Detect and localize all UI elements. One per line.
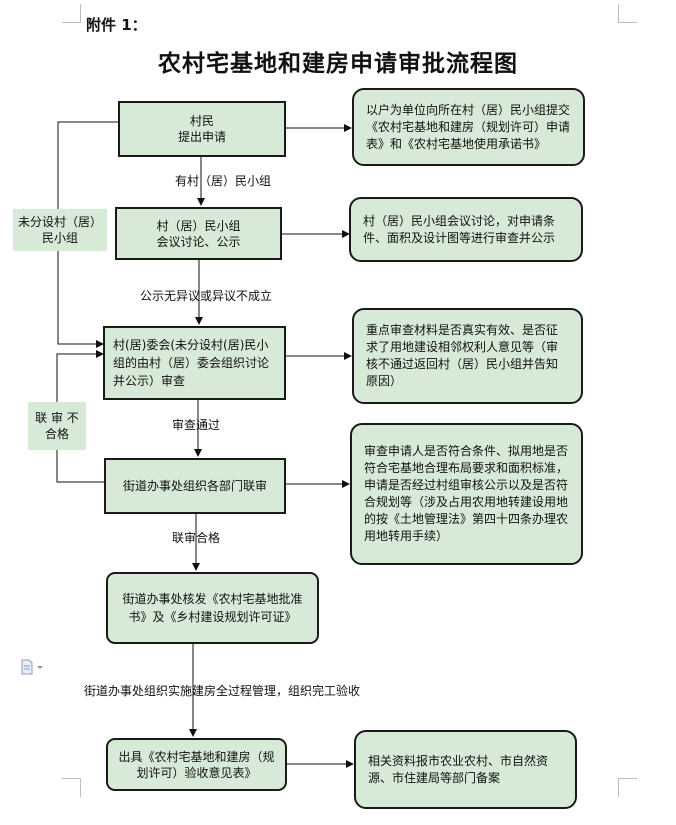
attachment-label: 附件 1： <box>86 16 147 34</box>
step-joint-review-text: 街道办事处组织各部门联审 <box>122 479 267 493</box>
step-villager-apply-line1: 村民 <box>189 114 214 128</box>
side-label-joint-review-failed-line1: 联 审 不 <box>35 411 79 425</box>
note-joint-review-criteria: 审查申请人是否符合条件、拟用地是否符合宅基地合理布局要求和面积标准，申请是否经过… <box>350 423 583 565</box>
side-label-no-village-group-line2: 民小组 <box>41 231 78 245</box>
corner-mark-top-left <box>62 4 81 23</box>
corner-mark-bottom-left <box>62 778 81 797</box>
step-acceptance-form-text: 出具《农村宅基地和建房（规划许可）验收意见表》 <box>118 749 275 780</box>
note-group-review-text: 村（居）民小组会议讨论，对申请条件、面积及设计图等进行审查并公示 <box>363 213 556 245</box>
step-committee-review: 村(居)委会(未分设村(居)民小组的由村（居）委会组织讨论并公示）审查 <box>103 326 286 400</box>
step-group-meeting-line1: 村（居）民小组 <box>156 218 241 233</box>
step-issue-permit-text: 街道办事处核发《农村宅基地批准书》及《乡村建设规划许可证》 <box>122 592 303 624</box>
side-label-joint-review-failed-line2: 合格 <box>44 427 69 441</box>
note-application-materials-text: 以户为单位向所在村（居）民小组提交《农村宅基地和建房（规划许可）申请表》和《农村… <box>366 102 571 151</box>
note-application-materials: 以户为单位向所在村（居）民小组提交《农村宅基地和建房（规划许可）申请表》和《农村… <box>352 88 585 166</box>
step-acceptance-form: 出具《农村宅基地和建房（规划许可）验收意见表》 <box>106 738 287 791</box>
step-villager-apply: 村民 提出申请 <box>118 101 286 157</box>
side-label-joint-review-failed: 联 审 不 合格 <box>28 402 86 450</box>
label-no-objection: 公示无异议或异议不成立 <box>140 289 273 303</box>
step-joint-review: 街道办事处组织各部门联审 <box>104 458 286 514</box>
note-joint-review-criteria-text: 审查申请人是否符合条件、拟用地是否符合宅基地合理布局要求和面积标准，申请是否经过… <box>364 444 569 543</box>
page-title: 农村宅基地和建房申请审批流程图 <box>158 50 518 77</box>
side-label-no-village-group-line1: 未分设村（居） <box>17 215 102 229</box>
step-villager-apply-line2: 提出申请 <box>177 130 226 144</box>
note-committee-focus: 重点审查材料是否真实有效、是否征求了用地建设相邻权利人意见等（审核不通过返回村（… <box>352 308 583 404</box>
document-icon[interactable] <box>20 659 48 675</box>
step-committee-review-text: 村(居)委会(未分设村(居)民小组的由村（居）委会组织讨论并公示）审查 <box>113 338 270 388</box>
label-has-village-group: 有村（居）民小组 <box>175 174 272 188</box>
step-issue-permit: 街道办事处核发《农村宅基地批准书》及《乡村建设规划许可证》 <box>106 572 319 644</box>
step-group-meeting: 村（居）民小组 会议讨论、公示 <box>115 207 282 260</box>
label-review-passed: 审查通过 <box>172 418 221 432</box>
label-joint-review-passed: 联审合格 <box>172 531 221 545</box>
label-construction-management: 街道办事处组织实施建房全过程管理，组织完工验收 <box>84 684 361 698</box>
note-group-review: 村（居）民小组会议讨论，对申请条件、面积及设计图等进行审查并公示 <box>349 197 583 262</box>
step-group-meeting-line2: 会议讨论、公示 <box>156 234 241 249</box>
side-label-no-village-group: 未分设村（居） 民小组 <box>13 209 107 251</box>
corner-mark-bottom-right <box>618 778 637 797</box>
note-filing-departments-text: 相关资料报市农业农村、市自然资源、市住建局等部门备案 <box>368 753 549 785</box>
corner-mark-top-right <box>618 4 637 23</box>
note-committee-focus-text: 重点审查材料是否真实有效、是否征求了用地建设相邻权利人意见等（审核不通过返回村（… <box>366 323 559 388</box>
note-filing-departments: 相关资料报市农业农村、市自然资源、市住建局等部门备案 <box>354 730 577 809</box>
